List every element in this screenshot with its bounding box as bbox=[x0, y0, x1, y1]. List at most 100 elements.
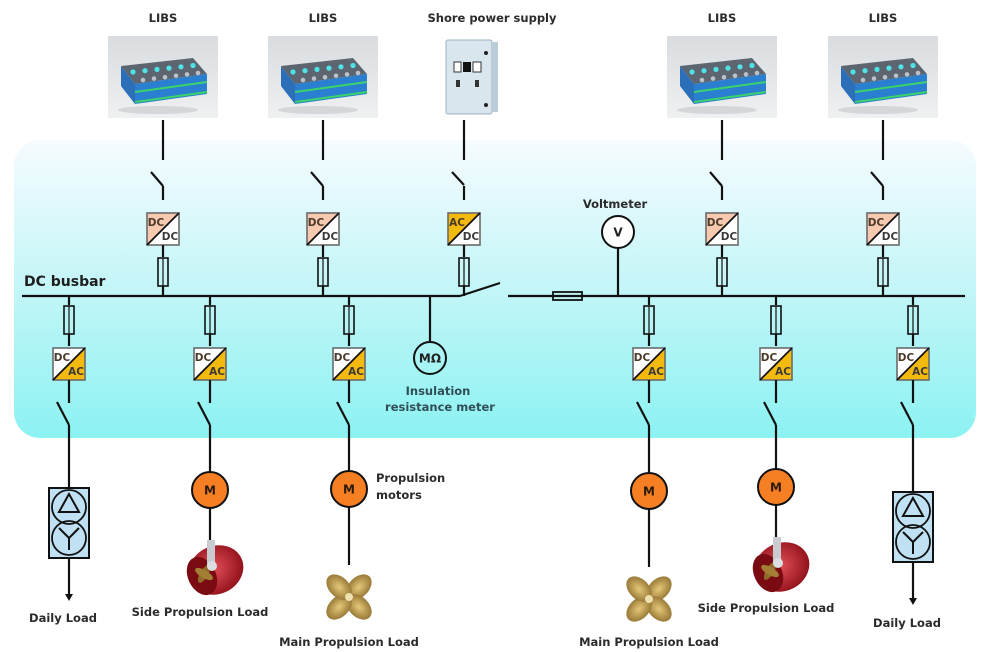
source-libs-battery: LIBS DC DC bbox=[108, 11, 218, 296]
load-label: Side Propulsion Load bbox=[132, 605, 269, 619]
converter-dc-dc: DC DC bbox=[306, 212, 340, 246]
converter-ac-dc: AC DC bbox=[447, 212, 481, 246]
propeller-icon bbox=[326, 574, 372, 620]
source-libs-battery: LIBS DC DC bbox=[667, 11, 777, 296]
converter-input-label: DC bbox=[334, 352, 351, 364]
propulsion-motor: M bbox=[757, 468, 795, 506]
load-feeder-propeller: DC AC M Main Propulsion Load bbox=[579, 296, 719, 649]
motor-symbol: M bbox=[204, 484, 216, 498]
converter-input-label: DC bbox=[54, 352, 71, 364]
source-libs-battery: LIBS DC DC bbox=[268, 11, 378, 296]
breaker-switch[interactable] bbox=[150, 171, 164, 187]
converter-output-label: DC bbox=[322, 231, 339, 243]
source-libs-battery: LIBS DC DC bbox=[828, 11, 938, 296]
breaker-switch[interactable] bbox=[636, 401, 650, 426]
converter-dc-ac: DC AC bbox=[193, 347, 227, 381]
insulation-meter-symbol: MΩ bbox=[419, 352, 441, 366]
busbar-label: DC busbar bbox=[24, 274, 106, 290]
motor-symbol: M bbox=[770, 481, 782, 495]
dc-busbar bbox=[22, 281, 965, 301]
battery-pack-icon bbox=[828, 36, 938, 118]
source-label: LIBS bbox=[708, 11, 737, 25]
source-label: Shore power supply bbox=[427, 11, 557, 25]
propulsion-motor: M Propulsion motors bbox=[330, 470, 445, 508]
load-feeder-transformer: DC AC Daily Load bbox=[29, 296, 97, 625]
transformer-icon bbox=[892, 491, 934, 563]
transformer-icon bbox=[48, 487, 90, 559]
breaker-switch[interactable] bbox=[870, 171, 884, 187]
converter-input-label: AC bbox=[449, 217, 465, 229]
converter-output-label: DC bbox=[162, 231, 179, 243]
voltmeter-label: Voltmeter bbox=[583, 197, 648, 211]
bus-tie-fuse bbox=[552, 291, 583, 301]
converter-input-label: DC bbox=[195, 352, 212, 364]
converter-input-label: DC bbox=[868, 217, 885, 229]
motor-label-1: Propulsion bbox=[376, 471, 445, 485]
source-label: LIBS bbox=[149, 11, 178, 25]
propulsion-motor: M bbox=[630, 472, 668, 510]
breaker-switch[interactable] bbox=[56, 401, 70, 426]
motor-symbol: M bbox=[643, 485, 655, 499]
converter-dc-dc: DC DC bbox=[146, 212, 180, 246]
load-feeder-side-thruster: DC AC M Side Propulsion Load bbox=[132, 296, 269, 619]
breaker-switch[interactable] bbox=[709, 171, 723, 187]
converter-input-label: DC bbox=[707, 217, 724, 229]
arrow-down-icon bbox=[65, 594, 73, 601]
load-label: Main Propulsion Load bbox=[579, 635, 719, 649]
converter-output-label: AC bbox=[209, 366, 225, 378]
source-label: LIBS bbox=[869, 11, 898, 25]
breaker-switch[interactable] bbox=[900, 401, 914, 426]
battery-pack-icon bbox=[268, 36, 378, 118]
breaker-switch[interactable] bbox=[451, 171, 465, 186]
converter-output-label: AC bbox=[648, 366, 664, 378]
bus-tie-switch[interactable] bbox=[459, 281, 501, 298]
side-thruster-icon bbox=[186, 540, 244, 596]
converter-dc-ac: DC AC bbox=[759, 347, 793, 381]
converter-dc-dc: DC DC bbox=[705, 212, 739, 246]
source-label: LIBS bbox=[309, 11, 338, 25]
converter-dc-ac: DC AC bbox=[632, 347, 666, 381]
voltmeter-symbol: V bbox=[613, 226, 623, 240]
breaker-switch[interactable] bbox=[763, 401, 777, 426]
battery-pack-icon bbox=[667, 36, 777, 118]
insulation-resistance-meter: MΩ Insulation resistance meter bbox=[385, 296, 495, 414]
insulation-meter-label-1: Insulation bbox=[406, 384, 471, 398]
converter-dc-ac: DC AC bbox=[332, 347, 366, 381]
breaker-switch[interactable] bbox=[197, 401, 211, 426]
dc-network-region bbox=[14, 140, 976, 438]
load-label: Daily Load bbox=[873, 616, 941, 630]
converter-dc-ac: DC AC bbox=[52, 347, 86, 381]
converter-input-label: DC bbox=[148, 217, 165, 229]
converter-output-label: DC bbox=[463, 231, 480, 243]
converter-output-label: DC bbox=[882, 231, 899, 243]
converter-output-label: AC bbox=[775, 366, 791, 378]
shore-power-cabinet-icon bbox=[445, 39, 498, 115]
load-feeder-transformer: DC AC Daily Load bbox=[873, 296, 941, 630]
breaker-switch[interactable] bbox=[310, 171, 324, 187]
converter-input-label: DC bbox=[634, 352, 651, 364]
voltmeter: V Voltmeter bbox=[583, 197, 648, 296]
motor-label-2: motors bbox=[376, 488, 422, 502]
converter-output-label: DC bbox=[721, 231, 738, 243]
arrow-down-icon bbox=[909, 598, 917, 605]
insulation-meter-label-2: resistance meter bbox=[385, 400, 495, 414]
side-thruster-icon bbox=[752, 537, 810, 593]
breaker-switch[interactable] bbox=[336, 401, 350, 426]
load-label: Main Propulsion Load bbox=[279, 635, 419, 649]
converter-output-label: AC bbox=[68, 366, 84, 378]
converter-output-label: AC bbox=[912, 366, 928, 378]
converter-input-label: DC bbox=[308, 217, 325, 229]
load-label: Daily Load bbox=[29, 611, 97, 625]
propeller-icon bbox=[626, 576, 672, 622]
motor-symbol: M bbox=[343, 483, 355, 497]
converter-dc-ac: DC AC bbox=[896, 347, 930, 381]
converter-input-label: DC bbox=[761, 352, 778, 364]
battery-pack-icon bbox=[108, 36, 218, 118]
converter-input-label: DC bbox=[898, 352, 915, 364]
propulsion-motor: M bbox=[191, 471, 229, 509]
converter-output-label: AC bbox=[348, 366, 364, 378]
